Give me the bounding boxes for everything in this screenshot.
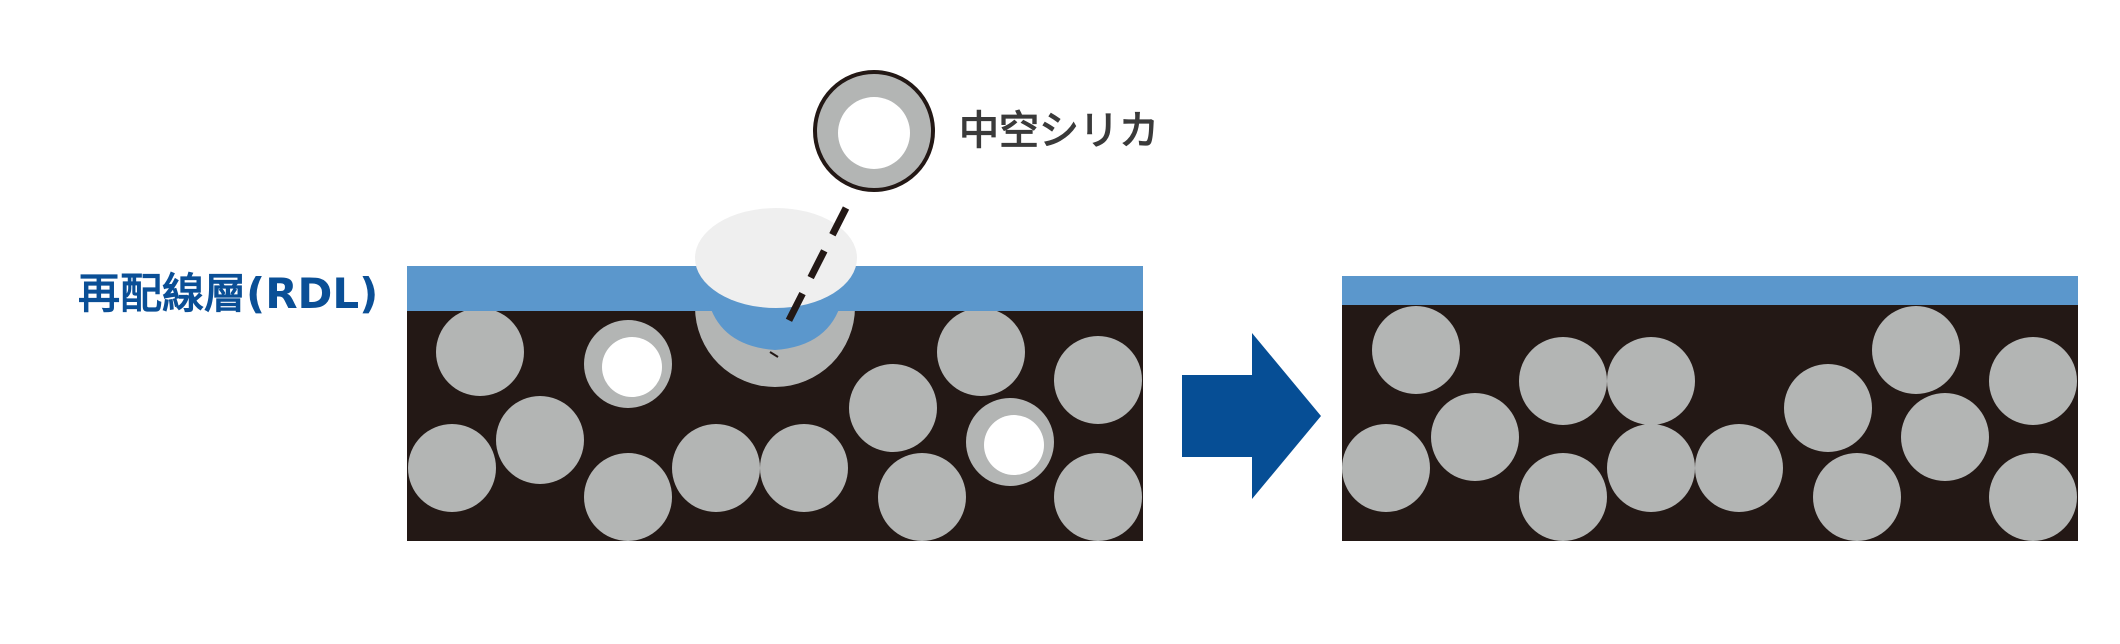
- silica-particle: [408, 424, 496, 512]
- silica-particle: [1989, 337, 2077, 425]
- silica-particle: [1784, 364, 1872, 452]
- silica-particle: [1607, 424, 1695, 512]
- silica-particle: [436, 308, 524, 396]
- hollow-core: [984, 415, 1044, 475]
- silica-particle: [849, 364, 937, 452]
- hollow-core: [838, 97, 910, 169]
- silica-particle: [1372, 306, 1460, 394]
- silica-particle: [1901, 393, 1989, 481]
- silica-particle: [1054, 336, 1142, 424]
- before-panel: 中空シリカ 再配線層(RDL): [78, 70, 1159, 541]
- silica-particle: [1342, 424, 1430, 512]
- silica-particle: [672, 424, 760, 512]
- leader-line: [778, 206, 850, 336]
- silica-particle: [1519, 337, 1607, 425]
- silica-particle: [1431, 393, 1519, 481]
- silica-particle: [1872, 306, 1960, 394]
- silica-fillers-after: [1342, 306, 2077, 541]
- hollow-silica-label: 中空シリカ: [959, 108, 1159, 154]
- hollow-silica-embedded-1: [584, 320, 672, 408]
- silica-particle: [584, 453, 672, 541]
- rdl-bump: [695, 208, 857, 308]
- silica-particle: [878, 453, 966, 541]
- hollow-core: [602, 337, 662, 397]
- silica-particle: [1519, 453, 1607, 541]
- silica-particle: [760, 424, 848, 512]
- silica-particle: [1054, 453, 1142, 541]
- silica-particle: [1989, 453, 2077, 541]
- rdl-sag: [708, 300, 842, 350]
- silica-particle: [1607, 337, 1695, 425]
- hollow-silica-callout: [813, 70, 935, 192]
- after-panel: [1342, 276, 2078, 541]
- crack-mark: [769, 351, 779, 358]
- rdl-layer-after: [1342, 276, 2078, 305]
- silica-particle: [496, 396, 584, 484]
- right-arrow-icon: [1182, 333, 1321, 499]
- hollow-silica-embedded-2: [966, 398, 1054, 486]
- silica-particle: [937, 308, 1025, 396]
- silica-particle: [1695, 424, 1783, 512]
- rdl-label: 再配線層(RDL): [78, 269, 378, 318]
- silica-particle: [1813, 453, 1901, 541]
